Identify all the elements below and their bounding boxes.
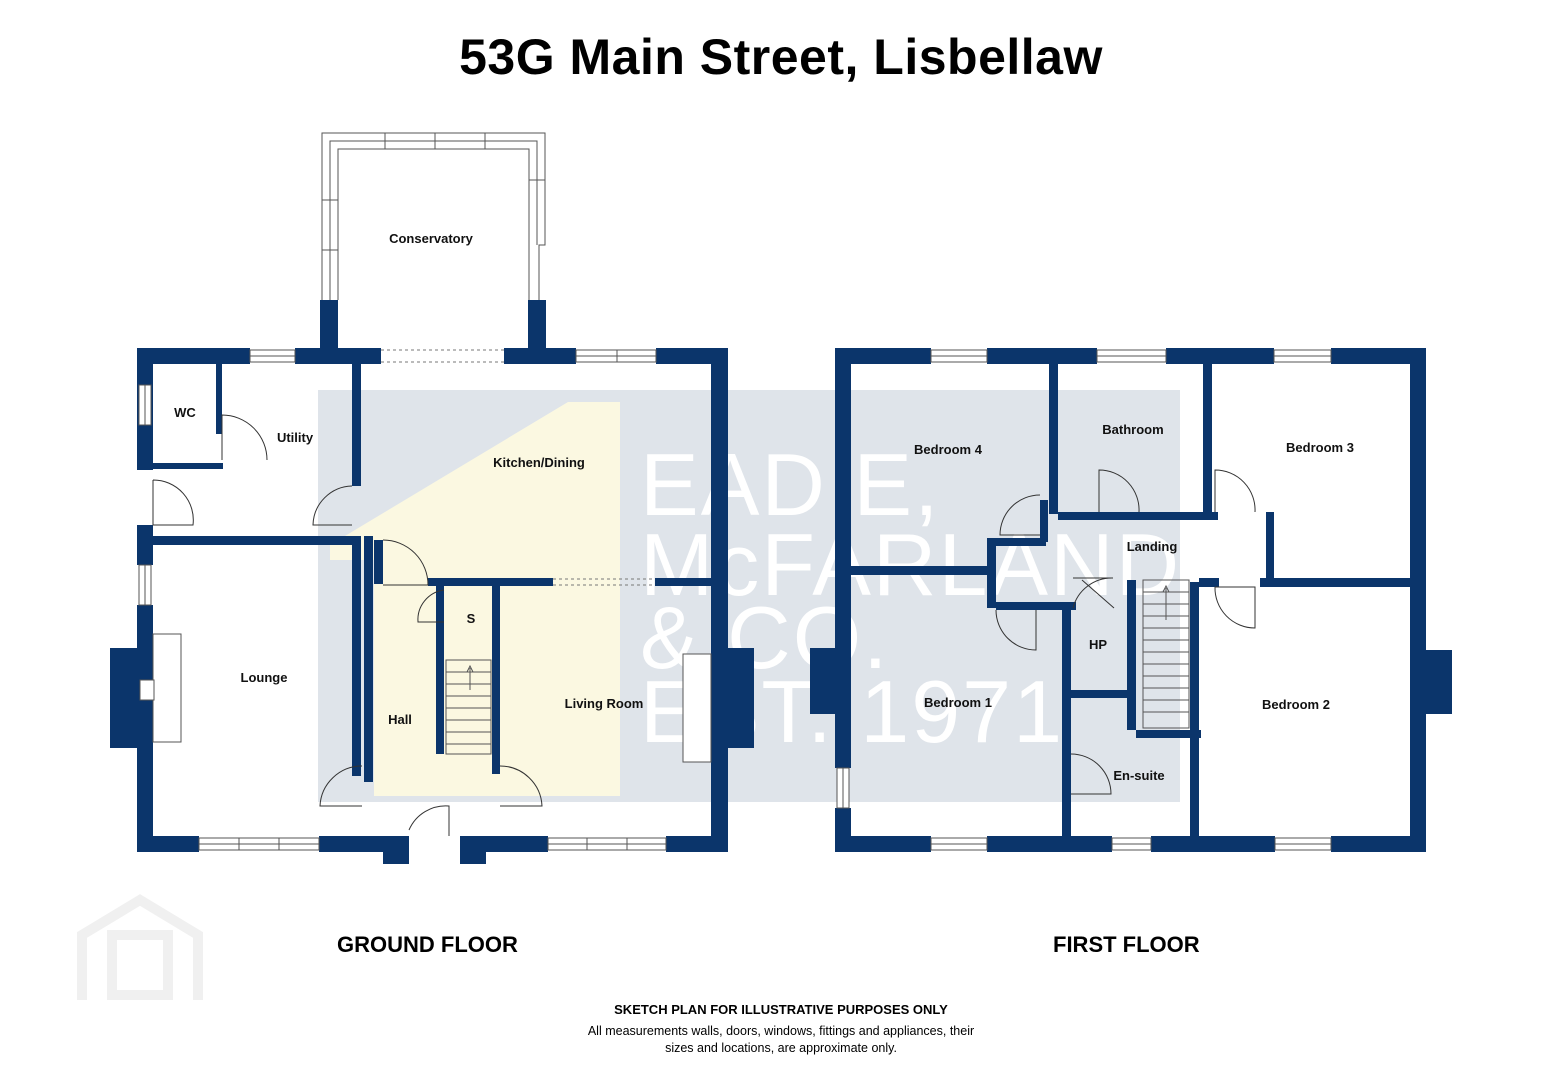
room-label-bedroom-2: Bedroom 2 bbox=[1262, 697, 1330, 712]
room-label-bedroom-1: Bedroom 1 bbox=[924, 695, 992, 710]
conservatory-glazing bbox=[321, 132, 546, 300]
room-label-landing: Landing bbox=[1127, 539, 1178, 554]
room-label-conservatory: Conservatory bbox=[389, 231, 474, 246]
house-logo-icon bbox=[77, 894, 203, 1000]
room-label-ensuite: En-suite bbox=[1113, 768, 1164, 783]
room-label-bedroom-3: Bedroom 3 bbox=[1286, 440, 1354, 455]
disclaimer-line-1: All measurements walls, doors, windows, … bbox=[587, 1024, 975, 1038]
room-label-wc: WC bbox=[174, 405, 196, 420]
watermark-line-1: EADIE, bbox=[640, 435, 941, 534]
room-label-bathroom: Bathroom bbox=[1102, 422, 1163, 437]
room-label-kitchen-dining: Kitchen/Dining bbox=[493, 455, 585, 470]
plan-title: 53G Main Street, Lisbellaw bbox=[459, 29, 1103, 85]
room-label-utility: Utility bbox=[277, 430, 314, 445]
room-label-hp: HP bbox=[1089, 637, 1107, 652]
disclaimer-heading: SKETCH PLAN FOR ILLUSTRATIVE PURPOSES ON… bbox=[614, 1002, 948, 1017]
room-label-living-room: Living Room bbox=[565, 696, 644, 711]
ground-floor-label: GROUND FLOOR bbox=[337, 932, 518, 957]
watermark-line-2: McFARLAND bbox=[640, 515, 1181, 614]
room-label-lounge: Lounge bbox=[241, 670, 288, 685]
first-floor-label: FIRST FLOOR bbox=[1053, 932, 1200, 957]
hall-highlight bbox=[330, 402, 620, 796]
room-label-hall: Hall bbox=[388, 712, 412, 727]
disclaimer-line-2: sizes and locations, are approximate onl… bbox=[665, 1041, 897, 1055]
ground-floor-plan: Conservatory WC Utility Kitchen/Dining L… bbox=[110, 132, 754, 864]
room-label-store: S bbox=[467, 611, 476, 626]
room-label-bedroom-4: Bedroom 4 bbox=[914, 442, 983, 457]
first-floor-plan: Bedroom 4 Bathroom Bedroom 3 Landing HP … bbox=[810, 348, 1452, 852]
